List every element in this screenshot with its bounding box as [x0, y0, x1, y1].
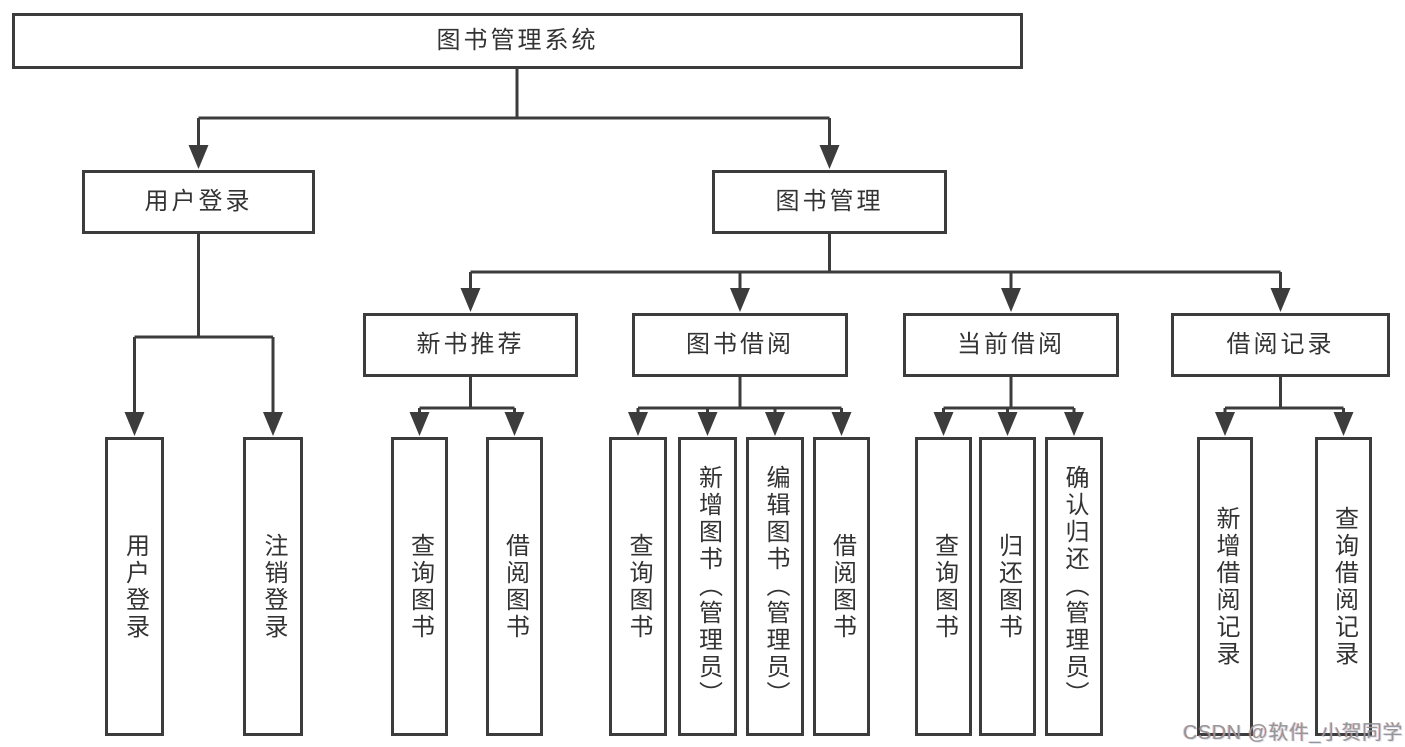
node-label: 归还图书 — [994, 532, 1022, 641]
leaf-user-login: 用户登录 — [105, 437, 164, 736]
node-new-book-rec: 新书推荐 — [363, 313, 578, 377]
arrowhead-icon — [697, 412, 718, 436]
leaf-logout: 注销登录 — [243, 437, 303, 736]
node-label: 当前借阅 — [957, 331, 1065, 358]
node-label: 图书管理系统 — [436, 27, 599, 54]
connector-line — [469, 234, 1282, 292]
node-label: 借阅记录 — [1226, 331, 1335, 358]
leaf-borrow-books-rec: 借阅图书 — [486, 437, 543, 736]
connector-book-mgmt-fan — [469, 234, 1282, 292]
leaf-add-borrow-record: 新增借阅记录 — [1197, 437, 1253, 736]
node-label: 借阅图书 — [828, 532, 856, 641]
node-current-borrow: 当前借阅 — [903, 313, 1119, 377]
node-label: 查询借阅记录 — [1330, 505, 1358, 668]
node-label: 查询图书 — [625, 532, 652, 641]
arrowhead-icon — [1270, 288, 1291, 312]
arrowhead-icon — [124, 412, 145, 436]
node-label: 查询图书 — [406, 532, 434, 641]
leaf-confirm-return-admin: 确认归还（管理员） — [1045, 437, 1103, 736]
leaf-add-books-admin: 新增图书（管理员） — [678, 437, 737, 736]
arrowhead-icon — [460, 288, 481, 312]
leaf-query-books-rec: 查询图书 — [391, 437, 448, 736]
arrowhead-icon — [504, 412, 525, 436]
node-label: 用户登录 — [121, 532, 149, 641]
arrowhead-icon — [263, 412, 283, 436]
arrowhead-icon — [1064, 412, 1084, 436]
connector-line — [636, 377, 843, 416]
node-label: 用户登录 — [144, 188, 253, 215]
arrowhead-icon — [997, 412, 1018, 436]
leaf-return-books: 归还图书 — [979, 437, 1036, 736]
connector-new-book-rec-fan — [418, 377, 516, 416]
leaf-query-borrow-record: 查询借阅记录 — [1315, 437, 1372, 736]
leaf-borrow-books: 借阅图书 — [813, 437, 870, 736]
arrowhead-icon — [730, 288, 750, 312]
node-root: 图书管理系统 — [12, 13, 1023, 69]
node-label: 确认归还（管理员） — [1061, 465, 1088, 708]
arrowhead-icon — [1333, 412, 1354, 436]
leaf-query-books-current: 查询图书 — [915, 437, 972, 736]
connector-current-borrow-fan — [942, 377, 1076, 416]
arrowhead-icon — [1215, 412, 1235, 436]
arrowhead-icon — [628, 412, 648, 436]
connector-line — [418, 377, 516, 416]
leaf-query-books-borrow: 查询图书 — [609, 437, 667, 736]
arrowhead-icon — [831, 412, 852, 436]
node-label: 注销登录 — [260, 532, 287, 641]
node-book-borrow: 图书借阅 — [632, 313, 848, 377]
node-label: 图书借阅 — [686, 331, 794, 358]
arrowhead-icon — [765, 412, 785, 436]
node-label: 查询图书 — [930, 532, 958, 641]
node-user-login: 用户登录 — [82, 170, 315, 234]
node-label: 新书推荐 — [416, 331, 525, 358]
connector-borrow-records-fan — [1223, 377, 1345, 416]
arrowhead-icon — [933, 412, 954, 436]
node-label: 新增图书（管理员） — [694, 465, 722, 708]
arrowhead-icon — [1001, 288, 1021, 312]
arrowhead-icon — [819, 145, 840, 169]
connector-line — [197, 69, 831, 150]
connector-line — [942, 377, 1076, 416]
node-borrow-records: 借阅记录 — [1171, 313, 1390, 377]
leaf-edit-books-admin: 编辑图书（管理员） — [746, 437, 804, 736]
connector-user-login-fan — [133, 234, 275, 416]
connector-root-fan — [197, 69, 831, 150]
arrowheads — [124, 145, 1354, 436]
node-label: 借阅图书 — [501, 532, 529, 641]
arrowhead-icon — [409, 412, 430, 436]
node-label: 图书管理 — [775, 188, 884, 215]
connector-line — [1223, 377, 1345, 416]
arrowhead-icon — [188, 145, 209, 169]
watermark: CSDN @软件_小贺同学 — [1183, 722, 1404, 744]
connector-line — [133, 234, 275, 416]
connector-book-borrow-fan — [636, 377, 843, 416]
node-label: 新增借阅记录 — [1212, 505, 1239, 668]
node-label: 编辑图书（管理员） — [762, 465, 789, 708]
node-book-mgmt: 图书管理 — [712, 170, 947, 234]
